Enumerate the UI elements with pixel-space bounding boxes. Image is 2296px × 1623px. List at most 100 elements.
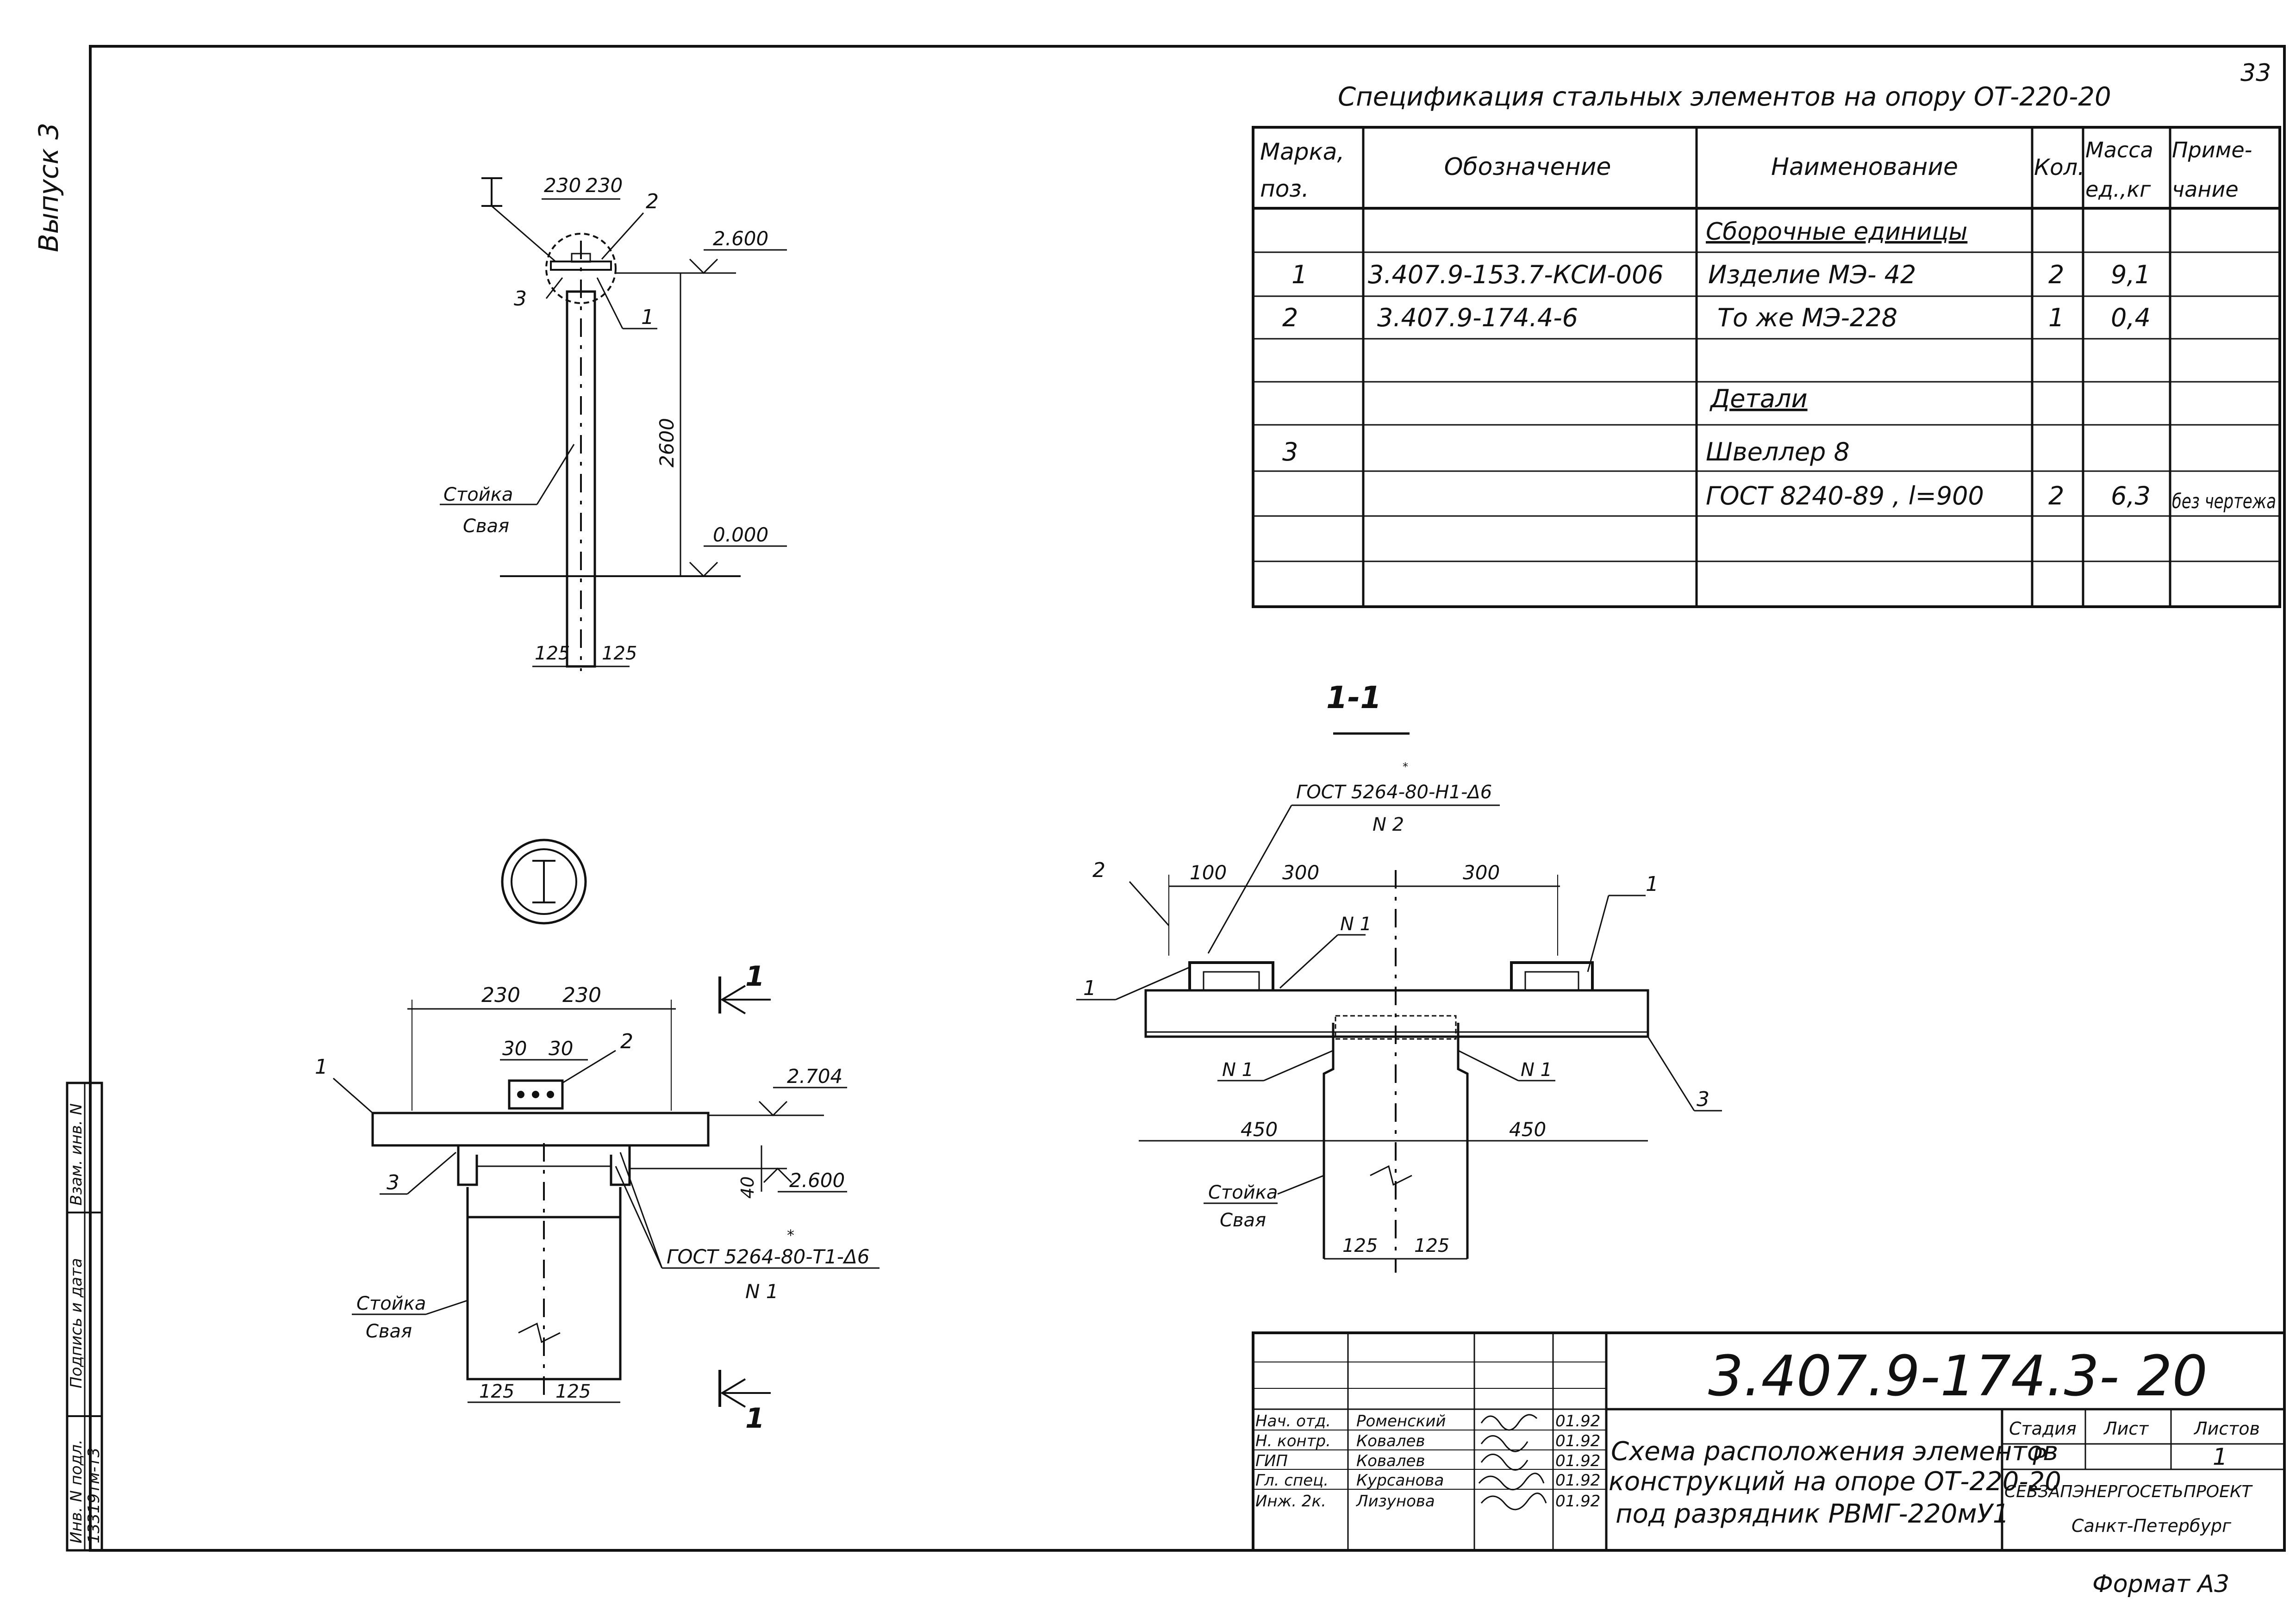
post-label: Стойка — [443, 484, 513, 505]
title-block: 3.407.9-174.3- 20 Нач. отд. Роменский 01… — [1252, 1331, 2286, 1552]
dim-30-left: 30 — [502, 1037, 527, 1060]
header-qty: Кол. — [2034, 155, 2084, 180]
staff-name: Ковалев — [1356, 1432, 1425, 1450]
callout-1: 1 — [315, 1055, 328, 1079]
doc-code: 3.407.9-174.3- 20 — [1708, 1344, 2208, 1409]
header-note: Приме- — [2172, 137, 2252, 162]
pile-label: Свая — [463, 516, 509, 537]
row-qty: 2 — [2048, 260, 2064, 289]
org-name: СЕВЗАПЭНЕРГОСЕТЬПРОЕКТ — [2004, 1482, 2253, 1501]
stage-value: Р — [2032, 1443, 2046, 1470]
level-0000: 0.000 — [713, 523, 768, 546]
section-mark-bottom: 1 — [745, 1402, 765, 1435]
callout-3: 3 — [514, 287, 527, 311]
dim-125-left: 125 — [479, 1381, 514, 1402]
staff-role: ГИП — [1255, 1452, 1288, 1470]
row-note: без чертежа — [2172, 490, 2276, 513]
spec-title: Спецификация стальных элементов на опору… — [1338, 82, 2111, 112]
section-title: 1-1 — [1326, 680, 1381, 715]
weld-n1: N 1 — [745, 1280, 779, 1303]
staff-date: 01.92 — [1555, 1452, 1600, 1470]
level-2600: 2.600 — [789, 1169, 845, 1192]
staff-name: Ковалев — [1356, 1452, 1425, 1470]
section-1-1: 1-1 * ГОСТ 5264-80-Н1-Δ6 N 2 100 300 300… — [1076, 680, 1722, 1273]
weld-star: * — [787, 1226, 794, 1244]
staff-role: Инж. 2к. — [1255, 1492, 1326, 1511]
dim-125-left: 125 — [1342, 1235, 1378, 1256]
inv-value: 13319тм-т3 — [85, 1448, 103, 1543]
title-desc-3: под разрядник РВМГ-220мУ1 — [1616, 1499, 2009, 1529]
staff-date: 01.92 — [1555, 1471, 1600, 1490]
row-mass: 0,4 — [2111, 303, 2151, 332]
header-mass-2: ед.,кг — [2085, 177, 2151, 202]
row-mass: 6,3 — [2111, 481, 2151, 510]
weld-n2: N 2 — [1373, 814, 1404, 835]
staff-date: 01.92 — [1555, 1412, 1600, 1430]
dim-30-right: 30 — [549, 1037, 573, 1060]
page-number: 33 — [2240, 59, 2271, 87]
level-2704: 2.704 — [787, 1065, 842, 1088]
title-desc-2: конструкций на опоре ОТ-220-20 — [1609, 1467, 2061, 1497]
callout-3: 3 — [387, 1171, 399, 1194]
callout-1-right: 1 — [1646, 872, 1659, 896]
side-stamp: Инв. N подл. 13319тм-т3 Подпись и дата В… — [66, 1082, 103, 1552]
row-mark: 3 — [1282, 437, 1298, 466]
row-qty: 2 — [2048, 481, 2064, 510]
header-mass: Масса — [2085, 137, 2153, 162]
row-designation: 3.407.9-153.7-КСИ-006 — [1368, 260, 1664, 289]
row-name: ГОСТ 8240-89 , l=900 — [1706, 481, 1984, 510]
node-detail-I: 230 230 30 30 2 1 3 2.704 40 2.600 — [315, 839, 880, 1435]
row-name: Детали — [1710, 384, 1808, 413]
specification-table: Спецификация стальных элементов на опору… — [1252, 82, 2281, 608]
header-mark: Марка, — [1260, 138, 1344, 165]
row-mass: 9,1 — [2111, 260, 2151, 289]
row-name: Швеллер 8 — [1706, 437, 1850, 466]
staff-name: Курсанова — [1356, 1471, 1444, 1490]
sign-label: Подпись и дата — [67, 1258, 86, 1388]
header-note-2: чание — [2172, 177, 2239, 202]
header-name: Наименование — [1771, 153, 1958, 181]
stage-label: Стадия — [2009, 1418, 2077, 1439]
row-mark: 1 — [1292, 260, 1307, 289]
weld-gost: ГОСТ 5264-80-Т1-Δ6 — [667, 1245, 869, 1268]
post-label: Стойка — [356, 1293, 426, 1314]
sheet-label: Лист — [2103, 1418, 2149, 1439]
dim-450-left: 450 — [1241, 1118, 1278, 1141]
title-desc-1: Схема расположения элементов — [1611, 1436, 2058, 1467]
pile-label: Свая — [1220, 1210, 1266, 1231]
row-qty: 1 — [2048, 303, 2064, 332]
dim-230-right: 230 — [562, 983, 601, 1007]
inv-label: Инв. N подл. — [67, 1439, 86, 1543]
dim-100: 100 — [1190, 861, 1227, 884]
dim-125-right: 125 — [602, 643, 637, 664]
staff-role: Гл. спец. — [1255, 1471, 1329, 1490]
dim-300-right: 300 — [1463, 861, 1500, 884]
staff-date: 01.92 — [1555, 1432, 1600, 1450]
header-mark-2: поз. — [1260, 175, 1309, 202]
callout-1-left: 1 — [1083, 976, 1096, 1000]
dim-125-left: 125 — [535, 643, 570, 664]
dim-230-right: 230 — [586, 174, 623, 197]
dim-450-right: 450 — [1509, 1118, 1546, 1141]
staff-date: 01.92 — [1555, 1492, 1600, 1511]
callout-1: 1 — [641, 305, 654, 329]
sheet-value: 1 — [2213, 1443, 2227, 1470]
issue-label: Выпуск 3 — [33, 123, 64, 252]
dim-230-left: 230 — [481, 983, 520, 1007]
header-designation: Обозначение — [1444, 153, 1611, 181]
callout-3: 3 — [1697, 1088, 1710, 1111]
callout-2: 2 — [646, 190, 659, 213]
section-mark-top: 1 — [745, 960, 765, 993]
weld-gost: ГОСТ 5264-80-Н1-Δ6 — [1296, 782, 1492, 803]
dim-40: 40 — [737, 1176, 758, 1199]
weld-star: * — [1403, 760, 1408, 773]
dim-300-left: 300 — [1282, 861, 1319, 884]
level-2600: 2.600 — [713, 227, 768, 250]
sheets-label: Листов — [2193, 1418, 2260, 1439]
weld-n1-top: N 1 — [1340, 914, 1372, 935]
row-mark: 2 — [1282, 303, 1298, 332]
row-name: Изделие МЭ- 42 — [1708, 260, 1916, 289]
dim-125-right: 125 — [1414, 1235, 1449, 1256]
callout-2: 2 — [620, 1030, 633, 1053]
